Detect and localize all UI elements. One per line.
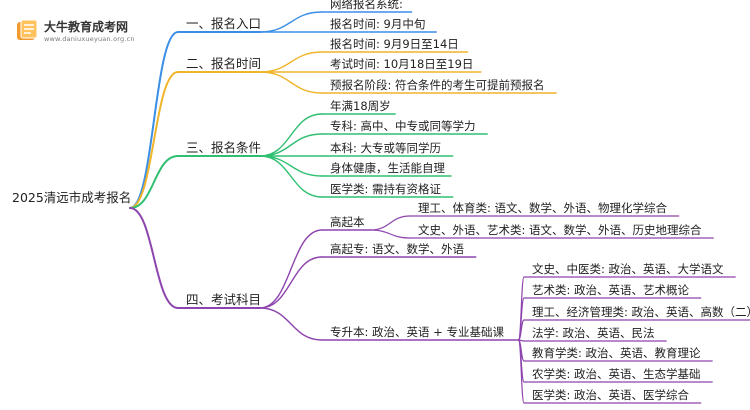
sub-item-label: 艺术类: 政治、英语、艺术概论 (532, 283, 690, 297)
branch-connector (129, 155, 179, 209)
sub-item-label: 理工、体育类: 语文、数学、外语、物理化学综合 (418, 201, 668, 215)
book-logo-icon (17, 19, 38, 40)
sub-item-label: 教育学类: 政治、英语、教育理论 (532, 346, 701, 360)
item-connector (259, 155, 323, 198)
branch-title: 四、考试科目 (186, 292, 262, 307)
item-label: 报名时间: 9月9日至14日 (330, 37, 459, 51)
item-label: 本科: 大专或等同学历 (330, 141, 442, 155)
item-label: 身体健康，生活能自理 (330, 161, 445, 175)
branch-connector (129, 71, 179, 209)
item-connector (259, 256, 323, 309)
item-label: 年满18周岁 (330, 99, 391, 113)
item-label: 高起专: 语文、数学、外语 (330, 242, 465, 256)
root-topic: 2025清远市成考报名 (12, 190, 132, 205)
logo-name: 大牛教育成考网 (44, 20, 129, 34)
sub-item-label: 法学: 政治、英语、民法 (532, 326, 655, 340)
item-label: 高起本 (330, 215, 365, 229)
sub-item-label: 文史、外语、艺术类: 语文、数学、外语、历史地理综合 (418, 223, 702, 237)
item-connector (259, 307, 323, 341)
item-label: 医学类: 需持有资格证 (330, 182, 442, 196)
item-label: 预报名阶段: 符合条件的考生可提前预报名 (330, 78, 545, 92)
item-label: 专升本: 政治、英语 + 专业基础课 (330, 325, 504, 339)
item-connector (259, 11, 323, 33)
sub-item-label: 文史、中医类: 政治、英语、大学语文 (532, 262, 724, 276)
item-label: 考试时间: 10月18日至19日 (330, 57, 474, 71)
item-connector (259, 71, 323, 94)
sub-item-label: 理工、经济管理类: 政治、英语、高数（二） (532, 305, 750, 319)
logo-site: www.daniuxueyuan.org.cn (44, 35, 135, 43)
branch-connector (129, 207, 179, 309)
branch-title: 三、报名条件 (186, 140, 262, 155)
item-connector (259, 229, 323, 309)
branch-title: 一、报名入口 (186, 16, 262, 31)
item-label: 网络报名系统: (330, 0, 403, 11)
item-label: 报名时间: 9月中旬 (330, 17, 426, 31)
item-label: 专科: 高中、中专或同等学力 (330, 119, 476, 133)
sub-item-label: 医学类: 政治、英语、医学综合 (532, 388, 690, 402)
item-connector (259, 133, 323, 157)
branch-title: 二、报名时间 (186, 56, 262, 71)
item-connector (259, 51, 323, 73)
sub-connector (369, 229, 411, 239)
sub-item-label: 农学类: 政治、英语、生态学基础 (532, 367, 701, 381)
sub-connector (517, 339, 525, 404)
sub-connector (369, 215, 411, 231)
item-connector (259, 155, 323, 177)
site-logo[interactable]: 大牛教育成考网 www.daniuxueyuan.org.cn (14, 14, 144, 48)
item-connector (259, 113, 323, 157)
